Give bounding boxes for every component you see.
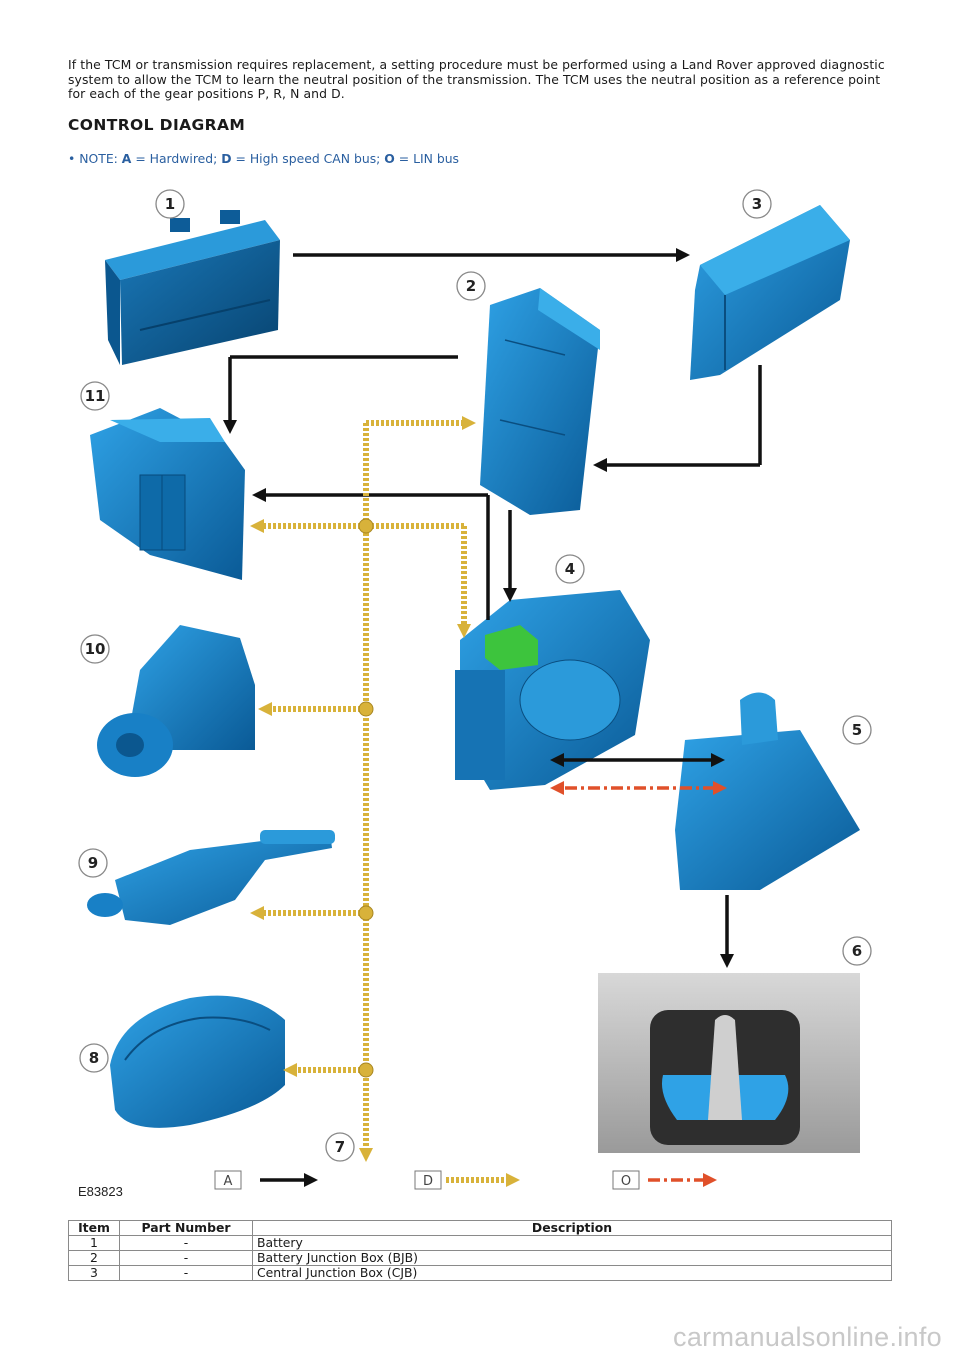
control-diagram-svg: 1 2 3 4 5 6 7 8 9 10 11 A	[78, 189, 872, 1199]
svg-text:6: 6	[852, 942, 862, 960]
ecm-icon	[90, 408, 245, 580]
can-bus-links	[262, 420, 510, 1183]
svg-text:4: 4	[565, 560, 575, 578]
svg-text:9: 9	[88, 854, 98, 872]
callout-8: 8	[79, 1043, 109, 1073]
note-text-a: = Hardwired;	[131, 151, 222, 166]
control-diagram: 1 2 3 4 5 6 7 8 9 10 11 A	[60, 180, 900, 1205]
section-heading: CONTROL DIAGRAM	[68, 116, 246, 134]
parts-table: Item Part Number Description 1 - Battery…	[68, 1220, 892, 1281]
cjb-icon	[690, 205, 850, 380]
table-row: 2 - Battery Junction Box (BJB)	[68, 1250, 892, 1266]
callout-9: 9	[78, 848, 108, 878]
callout-11: 11	[80, 381, 110, 411]
can-bus-nodes	[358, 518, 374, 1078]
note-text-o: = LIN bus	[394, 151, 460, 166]
steering-column-switch-icon	[87, 830, 335, 925]
cell-part-number: -	[119, 1235, 253, 1251]
cell-item: 1	[68, 1235, 120, 1251]
column-header-description: Description	[252, 1220, 892, 1236]
callout-5: 5	[842, 715, 872, 745]
cell-description: Battery Junction Box (BJB)	[252, 1250, 892, 1266]
note-key-a: A	[121, 151, 132, 166]
legend-lin-bus: O	[612, 1170, 640, 1190]
tcm-module-icon	[485, 625, 538, 670]
lin-bus-arrowheads	[550, 781, 727, 1187]
svg-text:1: 1	[165, 195, 175, 213]
battery-icon	[105, 210, 280, 365]
note-key-o: O	[384, 151, 395, 166]
legend-hardwired: A	[214, 1170, 242, 1190]
selector-panel-icon	[598, 973, 860, 1153]
gear-selector-icon	[675, 692, 860, 890]
note-text-d: = High speed CAN bus;	[231, 151, 385, 166]
column-header-item: Item	[68, 1220, 120, 1236]
callout-7: 7	[325, 1132, 355, 1162]
transmission-icon	[455, 590, 650, 790]
svg-text:5: 5	[852, 721, 862, 739]
watermark-link[interactable]: carmanualsonline.info	[673, 1322, 942, 1352]
cell-item: 2	[68, 1250, 120, 1266]
svg-text:O: O	[621, 1174, 631, 1189]
note-key-d: D	[221, 151, 232, 166]
can-bus-arrowheads	[250, 416, 520, 1187]
table-row: 1 - Battery	[68, 1235, 892, 1251]
svg-text:8: 8	[89, 1049, 99, 1067]
cell-description: Battery	[252, 1235, 892, 1251]
svg-text:A: A	[224, 1174, 233, 1189]
table-row: 3 - Central Junction Box (CJB)	[68, 1265, 892, 1281]
hardwired-arrowheads	[223, 248, 734, 1187]
note-prefix: • NOTE:	[68, 151, 122, 166]
svg-text:3: 3	[752, 195, 762, 213]
cell-part-number: -	[119, 1250, 253, 1266]
hardwired-links	[228, 253, 762, 1182]
callout-1: 1	[155, 189, 185, 219]
callout-3: 3	[742, 189, 772, 219]
callout-4: 4	[555, 554, 585, 584]
table-header-row: Item Part Number Description	[68, 1220, 892, 1236]
legend-can-bus: D	[414, 1170, 442, 1190]
legend-note: • NOTE: A = Hardwired; D = High speed CA…	[68, 151, 459, 166]
figure-id: E83823	[78, 1184, 123, 1199]
svg-text:D: D	[423, 1174, 433, 1189]
cell-description: Central Junction Box (CJB)	[252, 1265, 892, 1281]
svg-text:2: 2	[466, 277, 476, 295]
lin-bus-links	[565, 786, 715, 1182]
column-header-part-number: Part Number	[119, 1220, 253, 1236]
bjb-icon	[480, 288, 600, 515]
cell-item: 3	[68, 1265, 120, 1281]
cell-part-number: -	[119, 1265, 253, 1281]
intro-paragraph: If the TCM or transmission requires repl…	[68, 57, 885, 102]
callout-2: 2	[456, 271, 486, 301]
abs-module-icon	[97, 625, 255, 777]
svg-text:11: 11	[85, 387, 106, 405]
svg-text:7: 7	[335, 1138, 345, 1156]
svg-text:10: 10	[85, 640, 106, 658]
callout-10: 10	[80, 634, 110, 664]
callout-6: 6	[842, 936, 872, 966]
instrument-cluster-icon	[110, 995, 285, 1128]
